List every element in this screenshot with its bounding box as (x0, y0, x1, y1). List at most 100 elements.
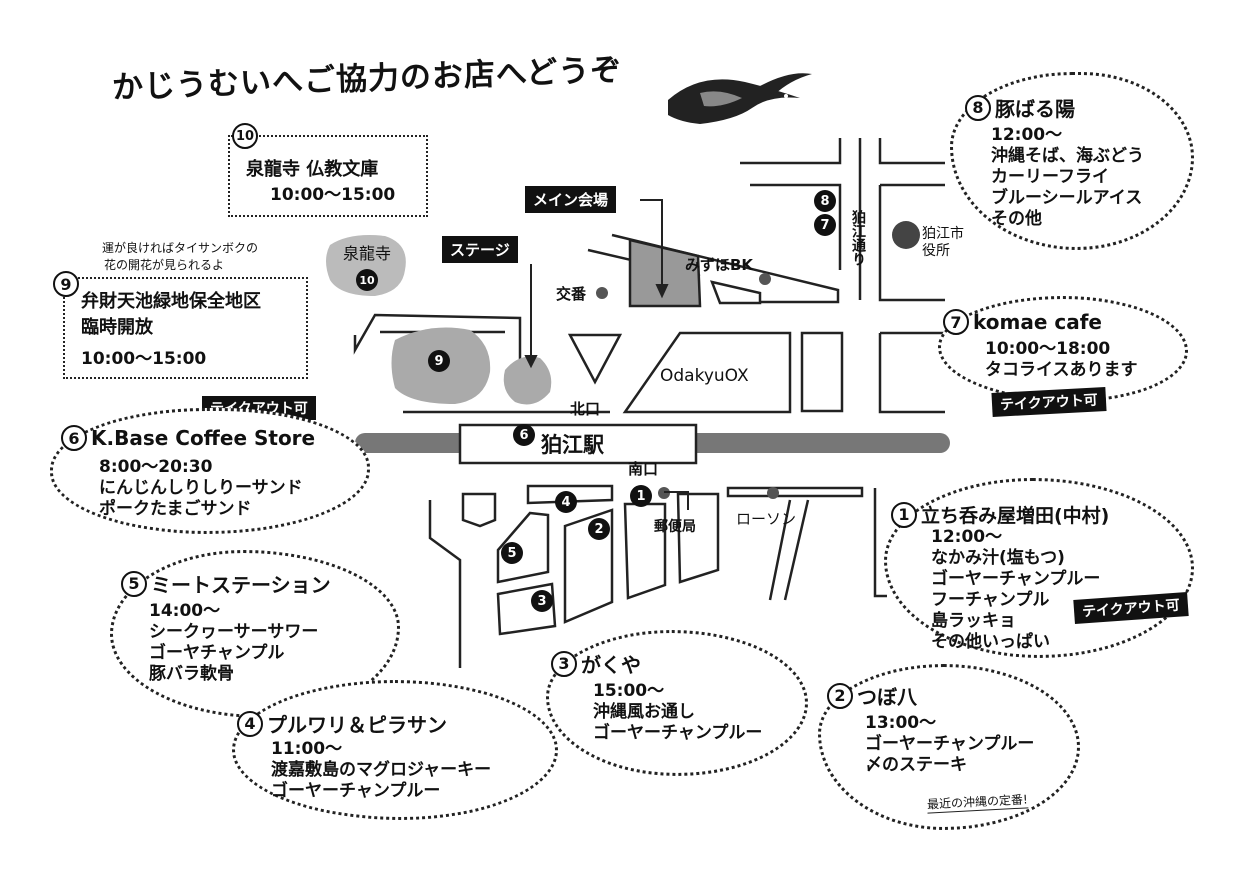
store-1-line: その他いっぱい (931, 632, 1050, 652)
main-venue-label: メイン会場 (525, 186, 617, 213)
store-8-line: ブルーシールアイス (991, 188, 1143, 208)
store-1-bubble: 1 立ち呑み屋増田(中村) 12:00〜 なかみ汁(塩もつ) ゴーヤーチャンプル… (884, 478, 1194, 658)
store-1-details: 12:00〜 なかみ汁(塩もつ) ゴーヤーチャンプルー フーチャンプル 島ラッキ… (931, 527, 1100, 653)
store-4-bubble: 4 プルワリ＆ピラサン 11:00〜 渡嘉敷島のマグロジャーキー ゴーヤーチャン… (232, 680, 558, 820)
store-2-header: 2 つぼ八 (827, 681, 917, 710)
store-2-number: 2 (827, 682, 853, 709)
store-2-details: 13:00〜 ゴーヤーチャンプルー 〆のステーキ (865, 713, 1034, 776)
store-2-name: つぼ八 (857, 685, 917, 709)
store-5-line: シークヮーサーサワー (149, 622, 319, 642)
store-6-line: にんじんしりしりーサンド (99, 478, 303, 498)
marker-9: 9 (428, 350, 450, 372)
store-10-name: 泉龍寺 仏教文庫 (246, 159, 379, 180)
store-4-line: ゴーヤーチャンプルー (271, 781, 441, 801)
marker-6: 6 (513, 424, 535, 446)
store-3-line: 沖縄風お通し (593, 702, 695, 722)
komae-station-label: 狛江駅 (541, 433, 604, 457)
store-9-note-1: 運が良ければタイサンボクの (102, 241, 259, 255)
store-8-line: 12:00〜 (991, 125, 1063, 145)
store-3-line: ゴーヤーチャンプルー (593, 723, 763, 743)
store-2-line: 13:00〜 (865, 713, 937, 733)
store-9-box: 9 弁財天池緑地保全地区 臨時開放 10:00〜15:00 (53, 271, 308, 379)
store-7-number: 7 (943, 309, 969, 335)
store-3-name: がくや (581, 653, 641, 677)
store-4-number: 4 (237, 710, 263, 737)
stage-area (503, 356, 552, 405)
store-10-hours: 10:00〜15:00 (270, 185, 396, 205)
stage-label: ステージ (442, 236, 518, 263)
store-2-bubble: 2 つぼ八 13:00〜 ゴーヤーチャンプルー 〆のステーキ 最近の沖縄の定番! (818, 664, 1080, 830)
store-6-number: 6 (61, 425, 87, 451)
kitaguchi-label: 北口 (570, 400, 601, 418)
post-office-label: 郵便局 (654, 519, 696, 535)
store-3-number: 3 (551, 650, 577, 677)
marker-3: 3 (531, 590, 553, 612)
store-6-details: 8:00〜20:30 にんじんしりしりーサンド ポークたまごサンド (99, 457, 303, 520)
store-4-line: 11:00〜 (271, 739, 343, 759)
store-7-line: タコライスあります (985, 360, 1138, 380)
store-2-line: 〆のステーキ (865, 755, 967, 775)
store-1-line: 島ラッキョ (931, 611, 1016, 631)
store-8-details: 12:00〜 沖縄そば、海ぶどう カーリーフライ ブルーシールアイス その他 (991, 125, 1144, 230)
minamiguchi-label: 南口 (628, 460, 659, 478)
marker-7: 7 (814, 214, 836, 236)
store-7-details: 10:00〜18:00 タコライスあります (985, 339, 1138, 381)
store-8-line: カーリーフライ (991, 167, 1109, 187)
store-8-line: 沖縄そば、海ぶどう (991, 146, 1144, 166)
store-4-line: 渡嘉敷島のマグロジャーキー (271, 760, 492, 780)
marker-8: 8 (814, 190, 836, 212)
store-1-number: 1 (891, 501, 917, 528)
store-4-details: 11:00〜 渡嘉敷島のマグロジャーキー ゴーヤーチャンプルー (271, 739, 491, 802)
marker-5: 5 (501, 542, 523, 564)
store-5-name: ミートステーション (151, 573, 331, 597)
store-5-details: 14:00〜 シークヮーサーサワー ゴーヤチャンプル 豚バラ軟骨 (149, 601, 318, 685)
store-6-line: ポークたまごサンド (99, 499, 252, 519)
mizuho-bank-label: みずほBK (685, 256, 754, 274)
store-1-line: フーチャンプル (931, 590, 1050, 610)
store-9-hours: 10:00〜15:00 (81, 349, 207, 369)
store-6-bubble: 6 K.Base Coffee Store 8:00〜20:30 にんじんしりし… (50, 408, 370, 534)
store-1-header: 1 立ち呑み屋増田(中村) (891, 501, 1109, 528)
lawson-label: ローソン (736, 510, 797, 528)
marker-4: 4 (555, 491, 577, 513)
store-5-number: 5 (121, 570, 147, 597)
store-1-line: ゴーヤーチャンプルー (931, 569, 1101, 589)
store-3-line: 15:00〜 (593, 681, 665, 701)
store-7-line: 10:00〜18:00 (985, 339, 1111, 359)
store-9-note-2: 花の開花が見られるよ (104, 258, 225, 272)
store-10-number: 10 (232, 123, 258, 149)
store-1-line: 12:00〜 (931, 527, 1003, 547)
swallow-icon (668, 73, 812, 124)
store-5-header: 5 ミートステーション (121, 569, 331, 598)
store-5-line: 14:00〜 (149, 601, 221, 621)
store-9-name-2: 臨時開放 (81, 317, 153, 338)
odakyu-ox-label: OdakyuOX (660, 366, 749, 386)
store-5-line: ゴーヤチャンプル (149, 643, 285, 663)
store-7-header: 7 komae cafe (943, 309, 1102, 335)
city-hall-label: 狛江市役所 (922, 226, 964, 259)
store-1-name: 立ち呑み屋増田(中村) (921, 505, 1110, 527)
store-9-name-1: 弁財天池緑地保全地区 (81, 291, 261, 312)
store-3-bubble: 3 がくや 15:00〜 沖縄風お通し ゴーヤーチャンプルー (546, 630, 808, 776)
store-8-line: その他 (991, 209, 1042, 229)
store-6-line: 8:00〜20:30 (99, 457, 213, 477)
store-3-details: 15:00〜 沖縄風お通し ゴーヤーチャンプルー (593, 681, 762, 744)
north-streets (353, 138, 945, 414)
store-1-line: なかみ汁(塩もつ) (931, 548, 1065, 568)
senryuji-map-label: 泉龍寺 (343, 244, 392, 263)
store-3-header: 3 がくや (551, 649, 641, 678)
store-8-header: 8 豚ばる陽 (965, 93, 1075, 122)
store-2-line: ゴーヤーチャンプルー (865, 734, 1035, 754)
store-4-header: 4 プルワリ＆ピラサン (237, 709, 447, 738)
store-2-note: 最近の沖縄の定番! (926, 790, 1029, 814)
store-7-bubble: 7 komae cafe 10:00〜18:00 タコライスあります (938, 296, 1188, 402)
store-9-number: 9 (53, 271, 79, 297)
senryuji-area (326, 235, 406, 296)
store-7-name: komae cafe (973, 310, 1102, 334)
store-6-name: K.Base Coffee Store (91, 426, 316, 450)
komae-dori-label: 狛江通り (850, 210, 866, 266)
store-8-name: 豚ばる陽 (995, 97, 1075, 121)
store-5-line: 豚バラ軟骨 (149, 664, 234, 684)
store-6-header: 6 K.Base Coffee Store (61, 425, 315, 451)
